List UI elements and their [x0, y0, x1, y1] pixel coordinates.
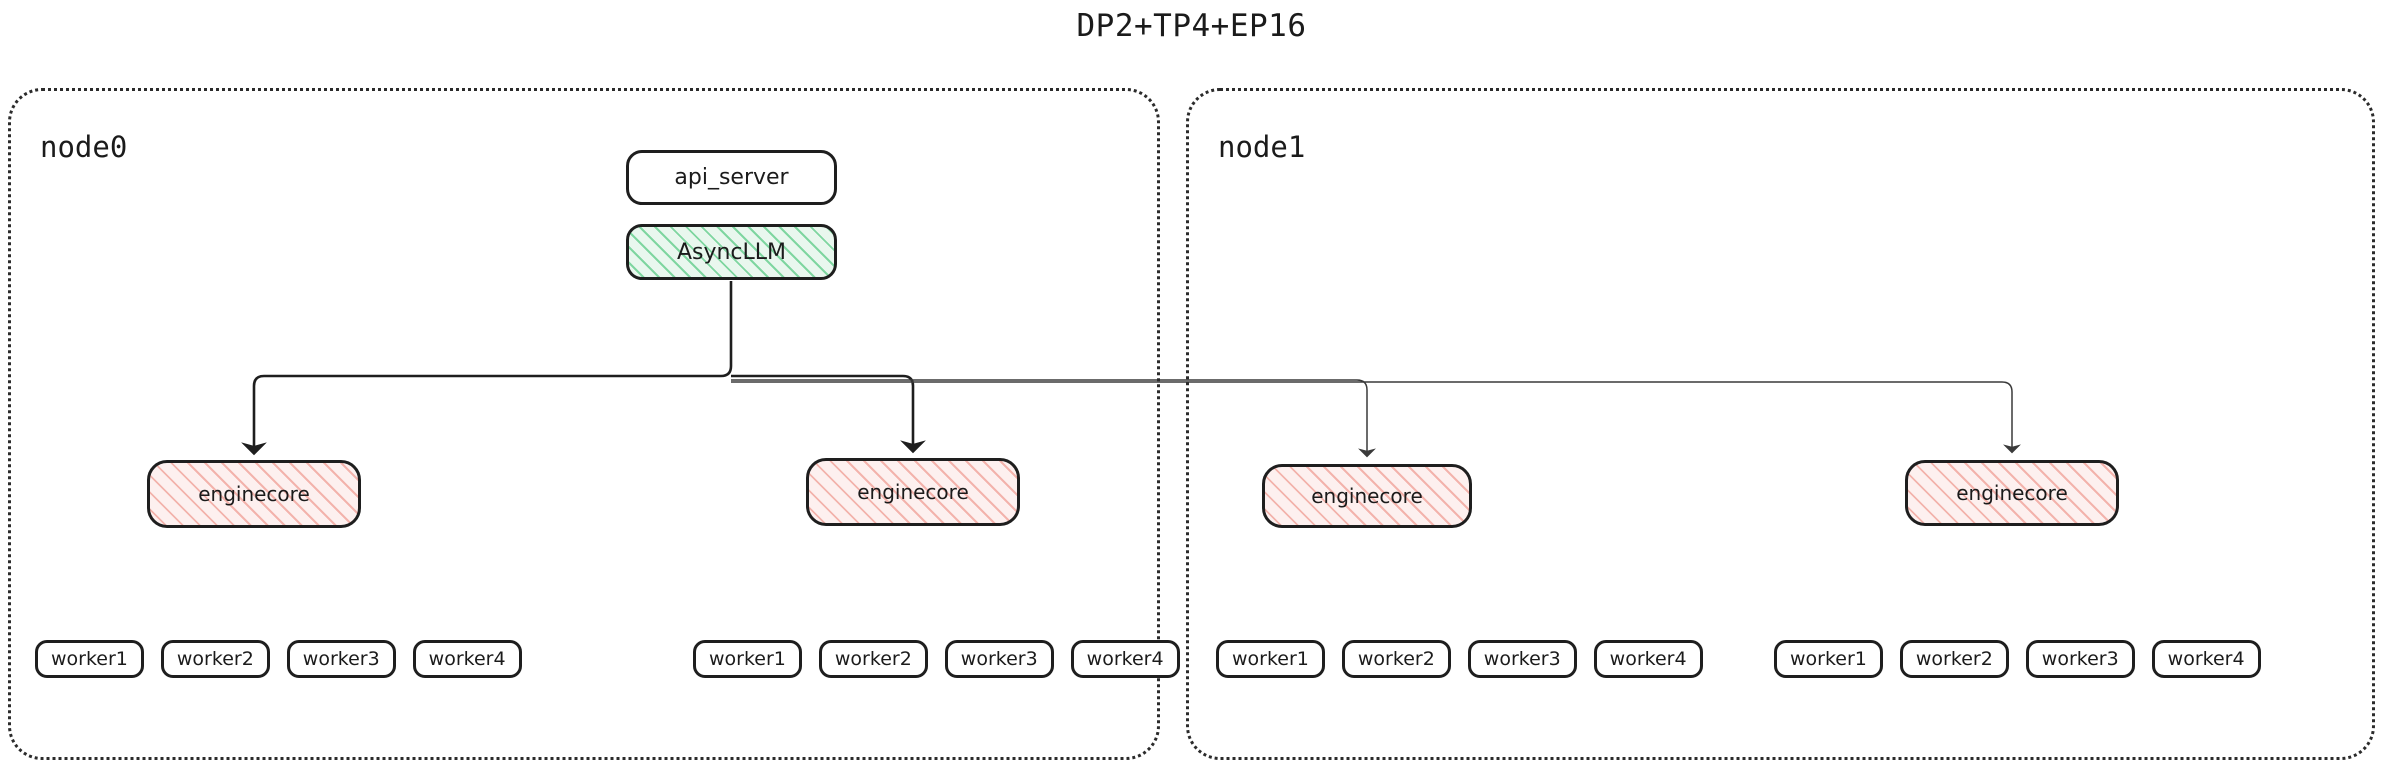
- node-label-node1: node1: [1218, 130, 1306, 164]
- edge-to-enginecore-0: [241, 374, 721, 456]
- worker-box[interactable]: worker2: [160, 640, 270, 678]
- enginecore-box[interactable]: enginecore: [1905, 460, 2119, 526]
- worker-group: worker1 worker2 worker3 worker4: [693, 640, 1180, 678]
- node-container-node1: [1186, 88, 2375, 760]
- enginecore-box[interactable]: enginecore: [806, 458, 1020, 526]
- worker-box[interactable]: worker3: [286, 640, 396, 678]
- edge-to-enginecore-3: [731, 381, 2021, 454]
- worker-box[interactable]: worker1: [693, 640, 802, 678]
- worker-group: worker1 worker2 worker3 worker4: [1216, 640, 1703, 678]
- worker-box[interactable]: worker4: [412, 640, 522, 678]
- worker-box[interactable]: worker1: [35, 640, 144, 678]
- worker-box[interactable]: worker3: [944, 640, 1054, 678]
- edge-to-enginecore-1: [731, 374, 926, 454]
- asyncllm-box[interactable]: AsyncLLM: [626, 224, 837, 280]
- node-label-node0: node0: [40, 130, 128, 164]
- edge-asyncllm-stem: [720, 281, 733, 378]
- worker-box[interactable]: worker4: [2151, 640, 2261, 678]
- worker-box[interactable]: worker1: [1774, 640, 1883, 678]
- diagram-title: DP2+TP4+EP16: [1076, 8, 1307, 44]
- worker-box[interactable]: worker3: [2025, 640, 2135, 678]
- worker-group: worker1 worker2 worker3 worker4: [35, 640, 522, 678]
- node-container-node0: [8, 88, 1160, 760]
- worker-box[interactable]: worker3: [1467, 640, 1577, 678]
- worker-box[interactable]: worker4: [1593, 640, 1703, 678]
- worker-box[interactable]: worker1: [1216, 640, 1325, 678]
- worker-box[interactable]: worker4: [1070, 640, 1180, 678]
- api-server-box[interactable]: api_server: [626, 150, 837, 205]
- enginecore-box[interactable]: enginecore: [1262, 464, 1472, 528]
- enginecore-box[interactable]: enginecore: [147, 460, 361, 528]
- worker-box[interactable]: worker2: [1899, 640, 2009, 678]
- worker-box[interactable]: worker2: [1341, 640, 1451, 678]
- worker-box[interactable]: worker2: [818, 640, 928, 678]
- worker-group: worker1 worker2 worker3 worker4: [1774, 640, 2261, 678]
